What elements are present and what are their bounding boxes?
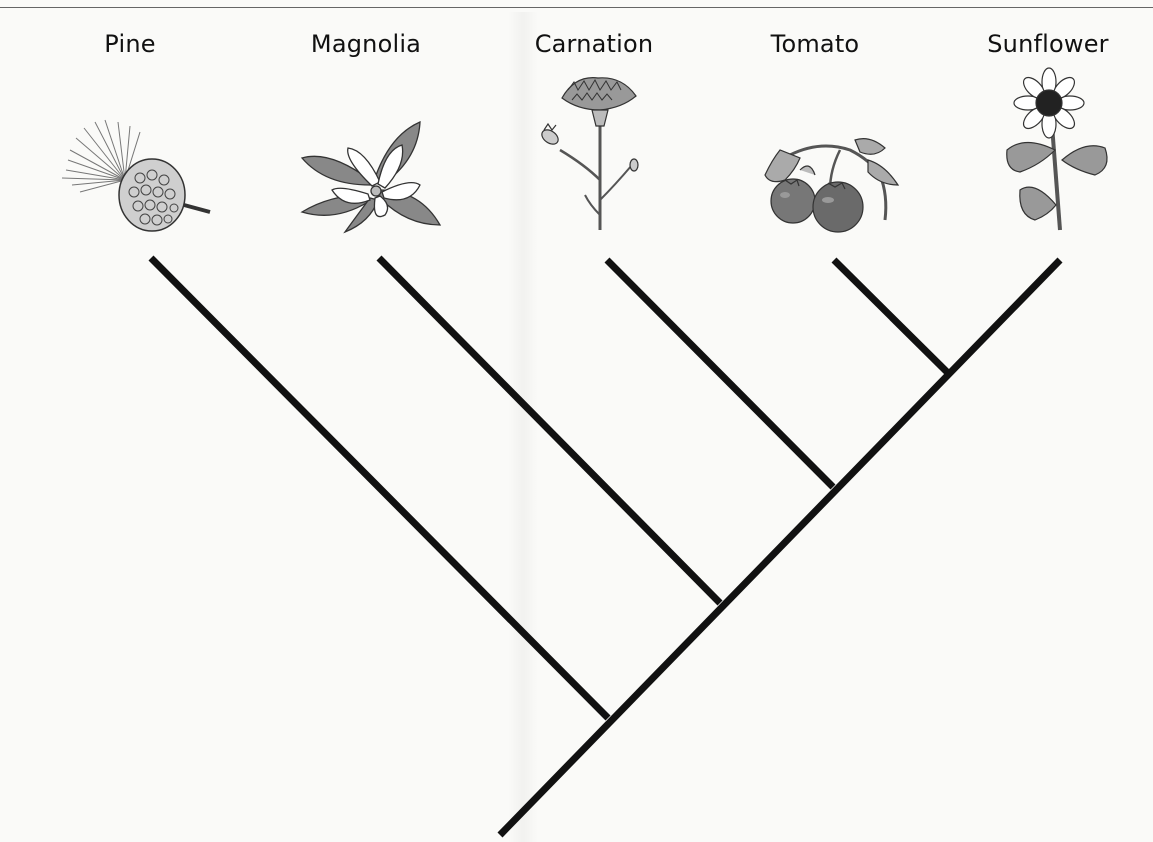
tree-branches	[151, 258, 1060, 835]
branch-magnolia	[379, 258, 720, 603]
branch-carnation	[607, 260, 833, 487]
main-trunk-branch	[500, 260, 1060, 835]
branch-tomato	[834, 260, 947, 372]
branch-pine	[151, 258, 608, 718]
